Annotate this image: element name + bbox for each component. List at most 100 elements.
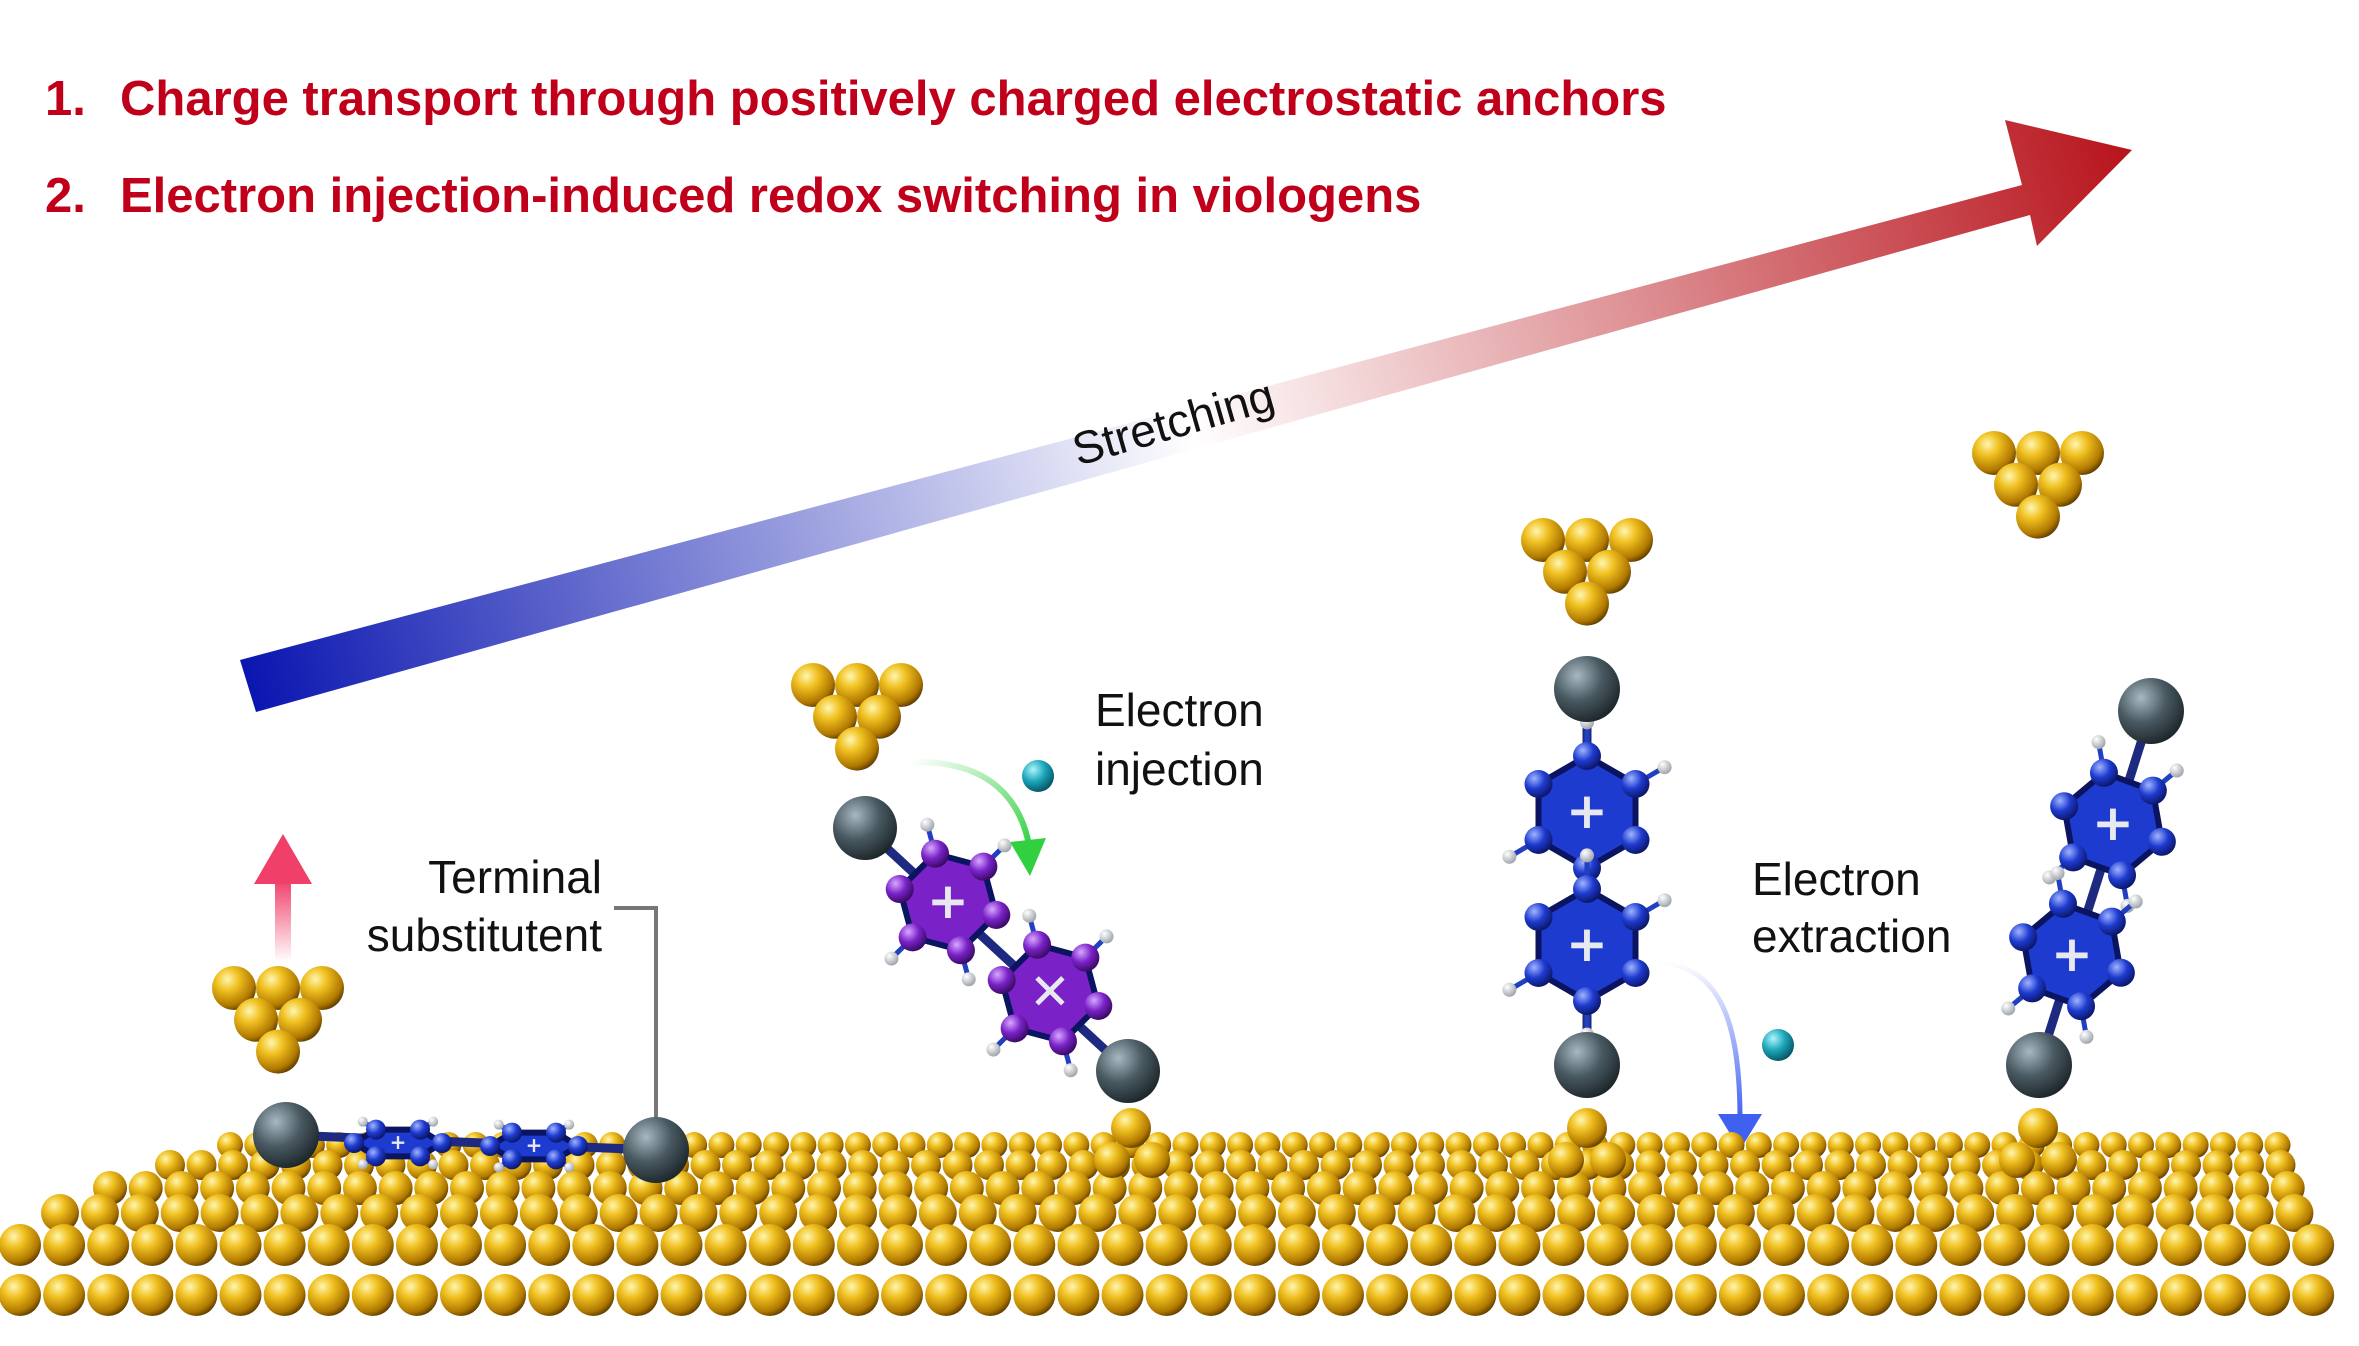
hydrogen-atom — [1022, 908, 1037, 923]
gold-atom — [1542, 1224, 1585, 1266]
gold-atom — [320, 1194, 359, 1232]
gold-atom — [572, 1224, 615, 1266]
carbon-atom — [1524, 770, 1553, 798]
gold-atom — [1718, 1132, 1745, 1158]
gold-atom — [1410, 1224, 1453, 1266]
anchor-atom — [833, 796, 897, 860]
gold-atom — [484, 1224, 527, 1266]
gold-atom — [160, 1194, 199, 1232]
gold-atom — [1057, 1224, 1100, 1266]
gold-atom — [958, 1194, 997, 1232]
gold-atom — [1876, 1194, 1915, 1232]
anchor-atom — [1554, 1032, 1620, 1098]
gold-atom — [699, 1171, 734, 1205]
gold-atom — [2027, 1274, 2070, 1316]
gold-atom — [1587, 549, 1631, 594]
gold-atom — [835, 663, 879, 707]
gold-atom — [395, 1224, 438, 1266]
gold-atom — [1013, 1274, 1056, 1316]
heading-1-text: Charge transport through positively char… — [120, 72, 1667, 126]
gold-atom — [679, 1194, 718, 1232]
gold-atom — [1454, 1274, 1497, 1316]
carbon-atom — [2147, 827, 2176, 856]
gold-atom — [484, 1274, 527, 1316]
electron — [1022, 760, 1054, 792]
gold-atom — [2016, 494, 2060, 539]
gold-contact-atom — [1567, 1108, 1607, 1148]
gold-atom — [704, 1274, 747, 1316]
gold-atom — [1238, 1194, 1276, 1232]
gold-atom — [219, 1224, 262, 1266]
gold-atom — [839, 1194, 877, 1232]
gold-atom — [1289, 1150, 1319, 1180]
gold-atom — [1565, 581, 1609, 626]
gold-atom — [1609, 518, 1653, 562]
gold-atom — [1454, 1224, 1497, 1266]
hydrogen-atom — [884, 951, 899, 966]
gold-atom — [1542, 1274, 1585, 1316]
gold-atom — [2235, 1194, 2274, 1232]
gold-atom — [1366, 1274, 1409, 1316]
hydrogen-atom — [2128, 894, 2143, 909]
gold-contact-atom — [1590, 1142, 1626, 1178]
gold-atom — [1796, 1194, 1835, 1232]
gold-atom — [41, 1194, 79, 1232]
carbon-atom — [1621, 826, 1650, 854]
gold-atom — [1257, 1150, 1288, 1180]
gold-atom — [300, 966, 344, 1010]
gold-atom — [1756, 1194, 1795, 1232]
bond — [861, 824, 1132, 1075]
gold-atom — [1895, 1224, 1938, 1266]
hydrogen-atom — [2001, 1001, 2016, 1016]
gold-atom — [528, 1274, 571, 1316]
gold-atom — [1630, 1224, 1673, 1266]
gold-atom — [2292, 1224, 2335, 1266]
gold-atom — [1983, 1274, 2026, 1316]
gold-atom — [998, 1194, 1037, 1232]
gold-atom — [2115, 1274, 2158, 1316]
carbon-atom — [1000, 1014, 1029, 1043]
gold-atom — [120, 1194, 159, 1232]
radical-icon: + — [927, 872, 969, 930]
electron — [1762, 1029, 1794, 1061]
positive-charge-icon: + — [1566, 915, 1608, 973]
gold-contact-atom — [1999, 1142, 2035, 1178]
gold-atom — [1939, 1274, 1982, 1316]
electron-injection-arrow — [909, 758, 1046, 876]
gold-atom — [1322, 1224, 1364, 1266]
positive-charge-icon: + — [390, 1130, 407, 1154]
gold-atom — [969, 1274, 1012, 1316]
gold-atom — [1807, 1224, 1850, 1266]
gold-atom — [1674, 1224, 1717, 1266]
gold-atom — [1916, 1194, 1955, 1232]
carbon-atom — [1621, 903, 1650, 931]
gold-atom — [479, 1194, 518, 1232]
gold-atom — [1322, 1274, 1364, 1316]
heading-2: 2. Electron injection-induced redox swit… — [45, 169, 1421, 223]
gold-atom — [2115, 1194, 2154, 1232]
extraction-label-line2: extraction — [1752, 910, 1951, 962]
gold-atom — [1521, 518, 1565, 562]
positive-charge-icon: + — [2051, 925, 2093, 983]
gold-atom — [748, 1274, 791, 1316]
gold-atom — [1895, 1274, 1938, 1316]
gold-atom — [836, 1274, 879, 1316]
gold-atom — [1477, 1194, 1516, 1232]
gold-atom — [87, 1274, 130, 1316]
gold-atom — [753, 1150, 784, 1180]
gold-atom — [1277, 1224, 1320, 1266]
gold-atom — [131, 1274, 174, 1316]
gold-atom — [1630, 1274, 1673, 1316]
gold-atom — [1277, 1274, 1320, 1316]
gold-contact-atom — [2041, 1142, 2077, 1178]
gold-atom — [440, 1274, 482, 1316]
gold-atom — [342, 1171, 377, 1205]
terminal-label-line2: substitutent — [367, 909, 602, 961]
gold-atom — [836, 1224, 879, 1266]
hydrogen-atom — [1657, 893, 1672, 908]
hydrogen-atom — [920, 817, 935, 832]
carbon-atom — [921, 839, 950, 868]
gold-atom — [639, 1194, 678, 1232]
carbon-atom — [502, 1122, 522, 1143]
hydrogen-atom — [564, 1119, 575, 1130]
